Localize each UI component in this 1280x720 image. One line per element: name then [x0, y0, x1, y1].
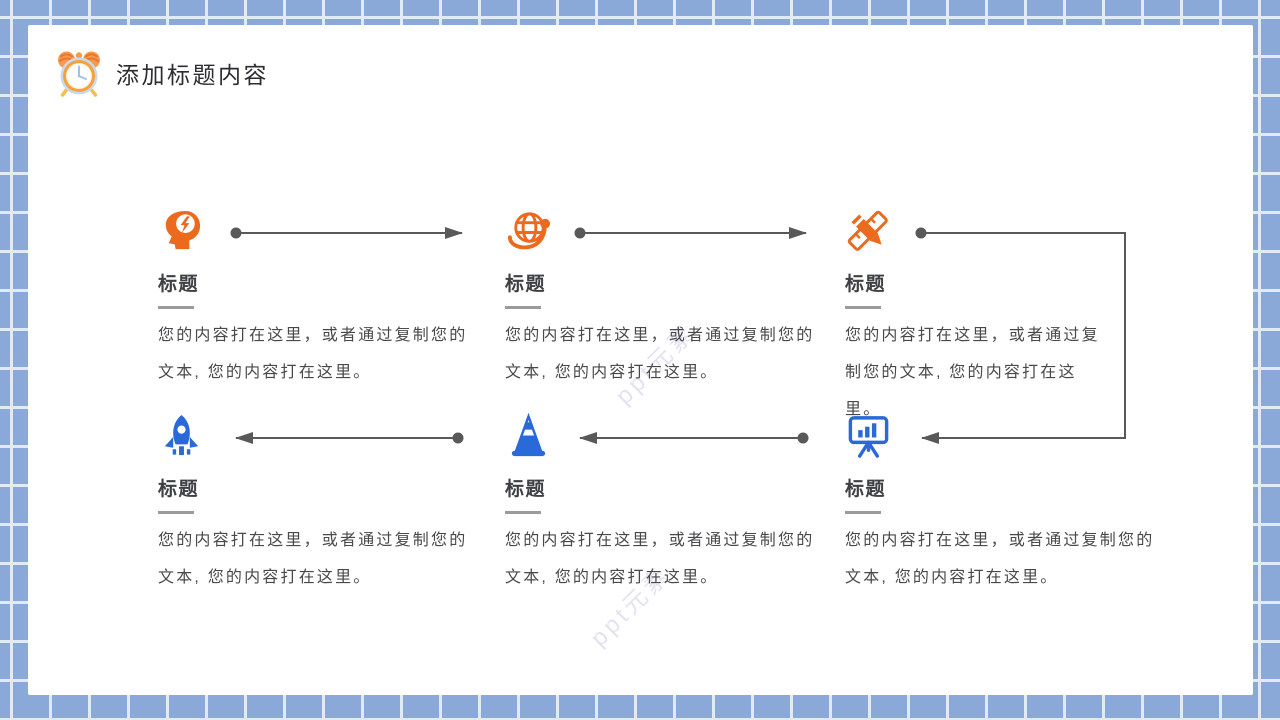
rocket-icon	[164, 414, 199, 456]
step-body-text: 您的内容打在这里，或者通过复制您的文本, 您的内容打在这里。	[505, 327, 815, 381]
title-divider	[505, 511, 541, 514]
brain-head-icon	[165, 210, 201, 250]
step-item-4: 标题 您的内容打在这里，或者通过复制您的文本, 您的内容打在这里。	[158, 413, 468, 596]
title-divider	[845, 511, 881, 514]
step-title: 标题	[845, 274, 887, 295]
step-title: 标题	[158, 479, 200, 500]
globe-orbit-icon	[507, 212, 551, 250]
title-divider	[845, 306, 881, 309]
pencil-ruler-icon	[847, 210, 888, 251]
step-item-6: 标题 您的内容打在这里，或者通过复制您的文本, 您的内容打在这里。	[845, 413, 1155, 596]
step-title: 标题	[505, 274, 547, 295]
step-title: 标题	[158, 274, 200, 295]
presentation-chart-icon	[848, 416, 889, 458]
step-body-text: 您的内容打在这里，或者通过复制您的文本, 您的内容打在这里。	[158, 532, 468, 586]
step-body-text: 您的内容打在这里，或者通过复制您的文本, 您的内容打在这里。	[845, 327, 1100, 418]
step-body-text: 您的内容打在这里，或者通过复制您的文本, 您的内容打在这里。	[505, 532, 815, 586]
step-item-5: 标题 您的内容打在这里，或者通过复制您的文本, 您的内容打在这里。	[505, 412, 815, 596]
slide-canvas: 添加标题内容 ppt元素 ppt元素	[28, 25, 1253, 695]
title-divider	[505, 306, 541, 309]
traffic-cone-icon	[511, 412, 546, 457]
step-body-text: 您的内容打在这里，或者通过复制您的文本, 您的内容打在这里。	[158, 327, 468, 381]
title-divider	[158, 511, 194, 514]
step-body-text: 您的内容打在这里，或者通过复制您的文本, 您的内容打在这里。	[845, 532, 1155, 586]
step-item-2: 标题 您的内容打在这里，或者通过复制您的文本, 您的内容打在这里。	[505, 208, 815, 391]
alarm-clock-icon	[58, 51, 100, 97]
step-item-1: 标题 您的内容打在这里，或者通过复制您的文本, 您的内容打在这里。	[158, 208, 468, 391]
page-title: 添加标题内容	[116, 62, 269, 88]
step-title: 标题	[845, 479, 887, 500]
title-divider	[158, 306, 194, 309]
step-item-3: 标题 您的内容打在这里，或者通过复制您的文本, 您的内容打在这里。	[845, 208, 1107, 428]
step-title: 标题	[505, 479, 547, 500]
slide-header: 添加标题内容	[55, 49, 269, 97]
